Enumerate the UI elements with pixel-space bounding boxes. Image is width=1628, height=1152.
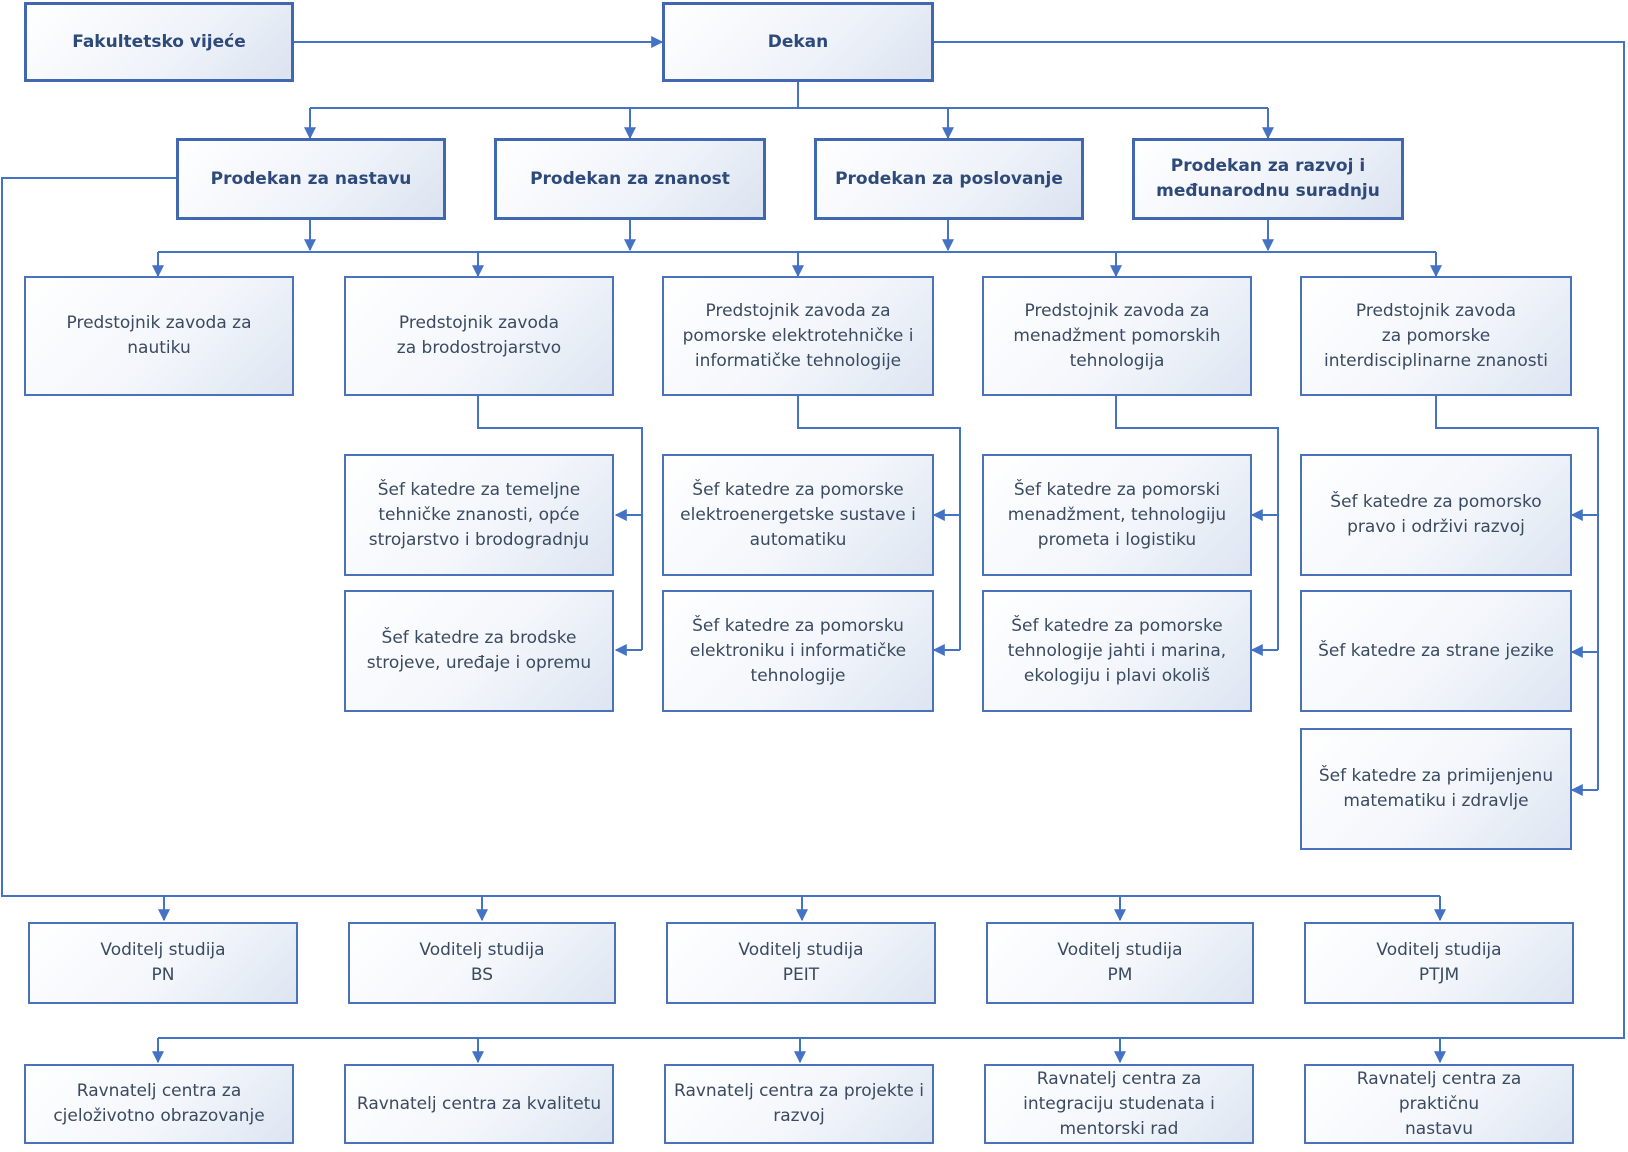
institute-head-interdisciplinary: Predstojnik zavoda za pomorske interdisc… [1300,276,1572,396]
centre-director-projects: Ravnatelj centra za projekte i razvoj [664,1064,934,1144]
vice-dean-science-box: Prodekan za znanost [494,138,766,220]
centre-director-lifelong-learning: Ravnatelj centra za cjeloživotno obrazov… [24,1064,294,1144]
institute-head-management: Predstojnik zavoda za menadžment pomorsk… [982,276,1252,396]
chair-power-systems: Šef katedre za pomorske elektroenergetsk… [662,454,934,576]
study-leader-bs: Voditelj studija BS [348,922,616,1004]
chair-maritime-law: Šef katedre za pomorsko pravo i održivi … [1300,454,1572,576]
inst3-chair-bracket [797,396,961,650]
chair-foreign-languages: Šef katedre za strane jezike [1300,590,1572,712]
vice-dean-business-box: Prodekan za poslovanje [814,138,1084,220]
study-leader-peit: Voditelj studija PEIT [666,922,936,1004]
centre-director-practical-training: Ravnatelj centra za praktičnu nastavu [1304,1064,1574,1144]
chair-basic-technical-sciences: Šef katedre za temeljne tehničke znanost… [344,454,614,576]
vice-dean-development-box: Prodekan za razvoj i međunarodnu suradnj… [1132,138,1404,220]
inst4-chair-bracket [1115,396,1279,650]
chair-yachts-marinas: Šef katedre za pomorske tehnologije jaht… [982,590,1252,712]
study-leader-pm: Voditelj studija PM [986,922,1254,1004]
dean-to-centres-line [158,41,1625,1039]
institute-head-marine-engineering: Predstojnik zavoda za brodostrojarstvo [344,276,614,396]
teaching-to-study-line [1,177,1440,897]
faculty-council-box: Fakultetsko vijeće [24,2,294,82]
study-leader-ptjm: Voditelj studija PTJM [1304,922,1574,1004]
institute-head-nautics: Predstojnik zavoda za nautiku [24,276,294,396]
chair-marine-electronics: Šef katedre za pomorsku elektroniku i in… [662,590,934,712]
institute-head-electrical-it: Predstojnik zavoda za pomorske elektrote… [662,276,934,396]
centre-director-student-integration: Ravnatelj centra za integraciju studenat… [984,1064,1254,1144]
dean-box: Dekan [662,2,934,82]
inst5-chair-bracket [1435,396,1599,790]
chair-maritime-management: Šef katedre za pomorski menadžment, tehn… [982,454,1252,576]
chair-applied-mathematics: Šef katedre za primijenjenu matematiku i… [1300,728,1572,850]
centre-director-quality: Ravnatelj centra za kvalitetu [344,1064,614,1144]
study-leader-pn: Voditelj studija PN [28,922,298,1004]
vice-dean-teaching-box: Prodekan za nastavu [176,138,446,220]
chair-ship-machinery: Šef katedre za brodske strojeve, uređaje… [344,590,614,712]
inst2-chair-bracket [477,396,643,650]
